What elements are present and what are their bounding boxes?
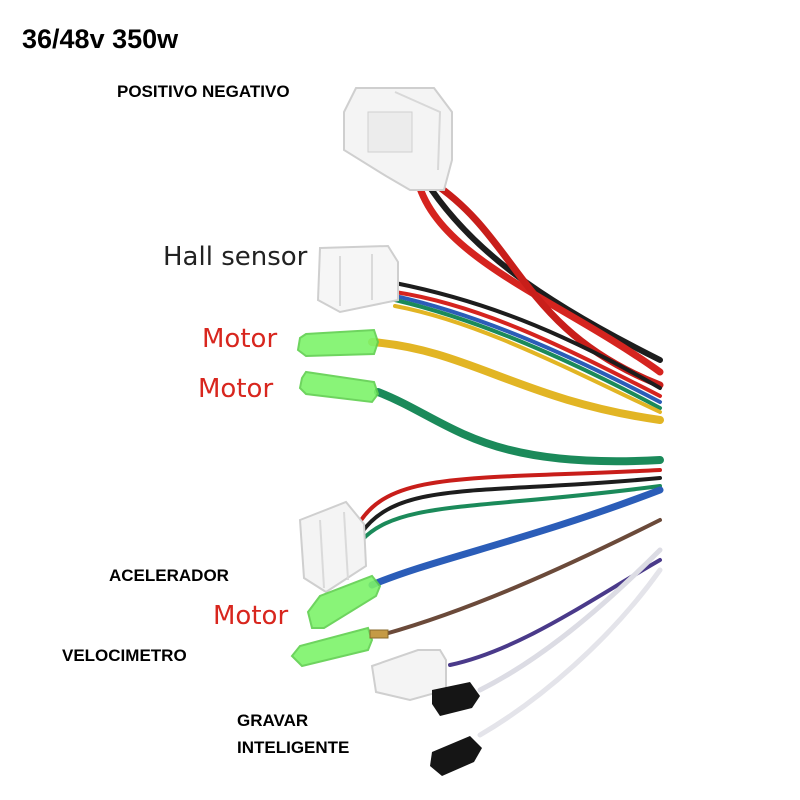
throttle-label: ACELERADOR [109,566,229,585]
power-wire-red-1 [414,178,664,376]
hall-wire-red [393,290,662,398]
power-connector [343,87,453,191]
motor-connector-3 [306,574,382,629]
smart-connector-2 [430,736,482,776]
motor-connector-2 [298,370,380,404]
speed-connector [290,626,389,668]
smart-wire-white-2 [477,567,663,738]
motor-connector-1 [296,328,380,358]
motor-label-3: Motor [213,601,289,631]
hall-wire-yellow [393,304,662,414]
motor-label-1: Motor [202,324,278,354]
throttle-wire-black [360,476,662,534]
throttle-wire-red [356,468,662,527]
smart-connector-1 [432,682,480,716]
power-label: POSITIVO NEGATIVO [117,82,290,101]
power-wire-red-2 [428,178,664,389]
hall-sensor-label: Hall sensor [163,242,308,272]
motor-label-2: Motor [198,374,274,404]
product-title: 36/48v 350w [22,24,179,54]
speed-wire-brown [383,518,662,636]
speedometer-label: VELOCIMETRO [62,646,187,665]
hall-connector [316,244,399,314]
hall-wire-green [393,298,662,410]
motor-wire-yellow [368,338,664,424]
motor-wire-green [374,388,664,466]
smart-label-line-2: INTELIGENTE [237,738,350,757]
throttle-connector [298,500,368,594]
smart-label-line-1: GRAVAR [237,711,309,730]
hall-wire-black [393,281,662,390]
hall-wire-blue [393,294,662,404]
sensor-connector [370,649,447,702]
throttle-wire-green [360,484,662,542]
smart-wire-white-1 [477,547,663,693]
motor-wire-blue [368,486,664,589]
